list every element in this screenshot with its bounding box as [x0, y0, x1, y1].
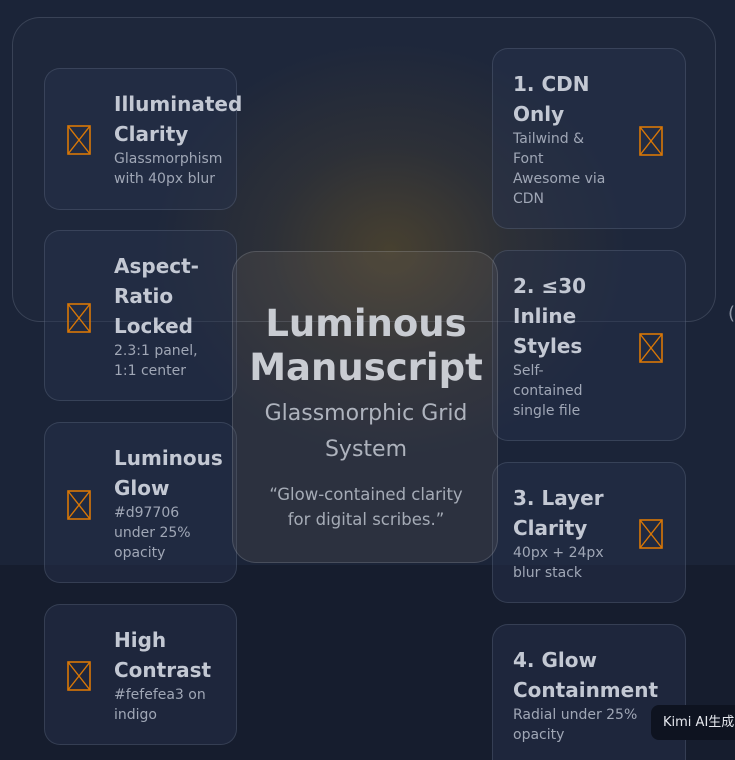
glass-panel: [12, 17, 716, 322]
background-upper: [0, 0, 735, 565]
card-title: Aspect- Ratio Locked: [114, 254, 199, 338]
card-illuminated-clarity: Illuminated Clarity Glassmorphism with 4…: [44, 68, 242, 210]
hero-card: Luminous Manuscript Glassmorphic Grid Sy…: [232, 251, 498, 563]
card-description: Tailwind & Font Awesome via CDN: [513, 131, 606, 207]
broken-image-icon: [639, 333, 663, 363]
card-high-contrast: High Contrast #fefefea3 on indigo: [44, 604, 237, 745]
card-luminous-glow: Luminous Glow #d97706 under 25% opacity: [44, 422, 237, 583]
card-description: #fefefea3 on indigo: [114, 687, 206, 723]
hero-subtitle: Glassmorphic Grid System: [264, 401, 468, 462]
broken-image-icon: [67, 303, 91, 333]
card-aspect-ratio-locked: Aspect- Ratio Locked 2.3:1 panel, 1:1 ce…: [44, 230, 237, 401]
card-title: 2. ≤30 Inline Styles: [513, 274, 587, 358]
background-lower: [0, 565, 735, 760]
hero-title: Luminous Manuscript: [249, 302, 483, 389]
broken-image-icon: [639, 126, 663, 156]
card-title: High Contrast: [114, 628, 212, 682]
card-description: Self- contained single file: [513, 363, 583, 419]
card-cdn-only: 1. CDN Only Tailwind & Font Awesome via …: [492, 48, 686, 229]
card-description: #d97706 under 25% opacity: [114, 505, 191, 561]
broken-image-icon: [639, 519, 663, 549]
card-layer-clarity: 3. Layer Clarity 40px + 24px blur stack: [492, 462, 686, 603]
card-inline-styles: 2. ≤30 Inline Styles Self- contained sin…: [492, 250, 686, 441]
broken-image-icon: [67, 125, 91, 155]
hero-quote: “Glow-contained clarity for digital scri…: [269, 485, 463, 529]
card-title: 1. CDN Only: [513, 72, 590, 126]
card-description: Glassmorphism with 40px blur: [114, 151, 223, 187]
card-description: 40px + 24px blur stack: [513, 545, 604, 581]
card-description: Radial under 25% opacity: [513, 707, 638, 743]
card-description: 2.3:1 panel, 1:1 center: [114, 343, 198, 379]
card-title: Luminous Glow: [114, 446, 223, 500]
card-title: 3. Layer Clarity: [513, 486, 604, 540]
card-title: Illuminated Clarity: [114, 92, 243, 146]
clipped-edge-mark: (: [728, 303, 735, 324]
broken-image-icon: [67, 661, 91, 691]
broken-image-icon: [67, 490, 91, 520]
ai-generated-badge[interactable]: Kimi AI生成: [651, 705, 735, 740]
card-title: 4. Glow Containment: [513, 648, 659, 702]
